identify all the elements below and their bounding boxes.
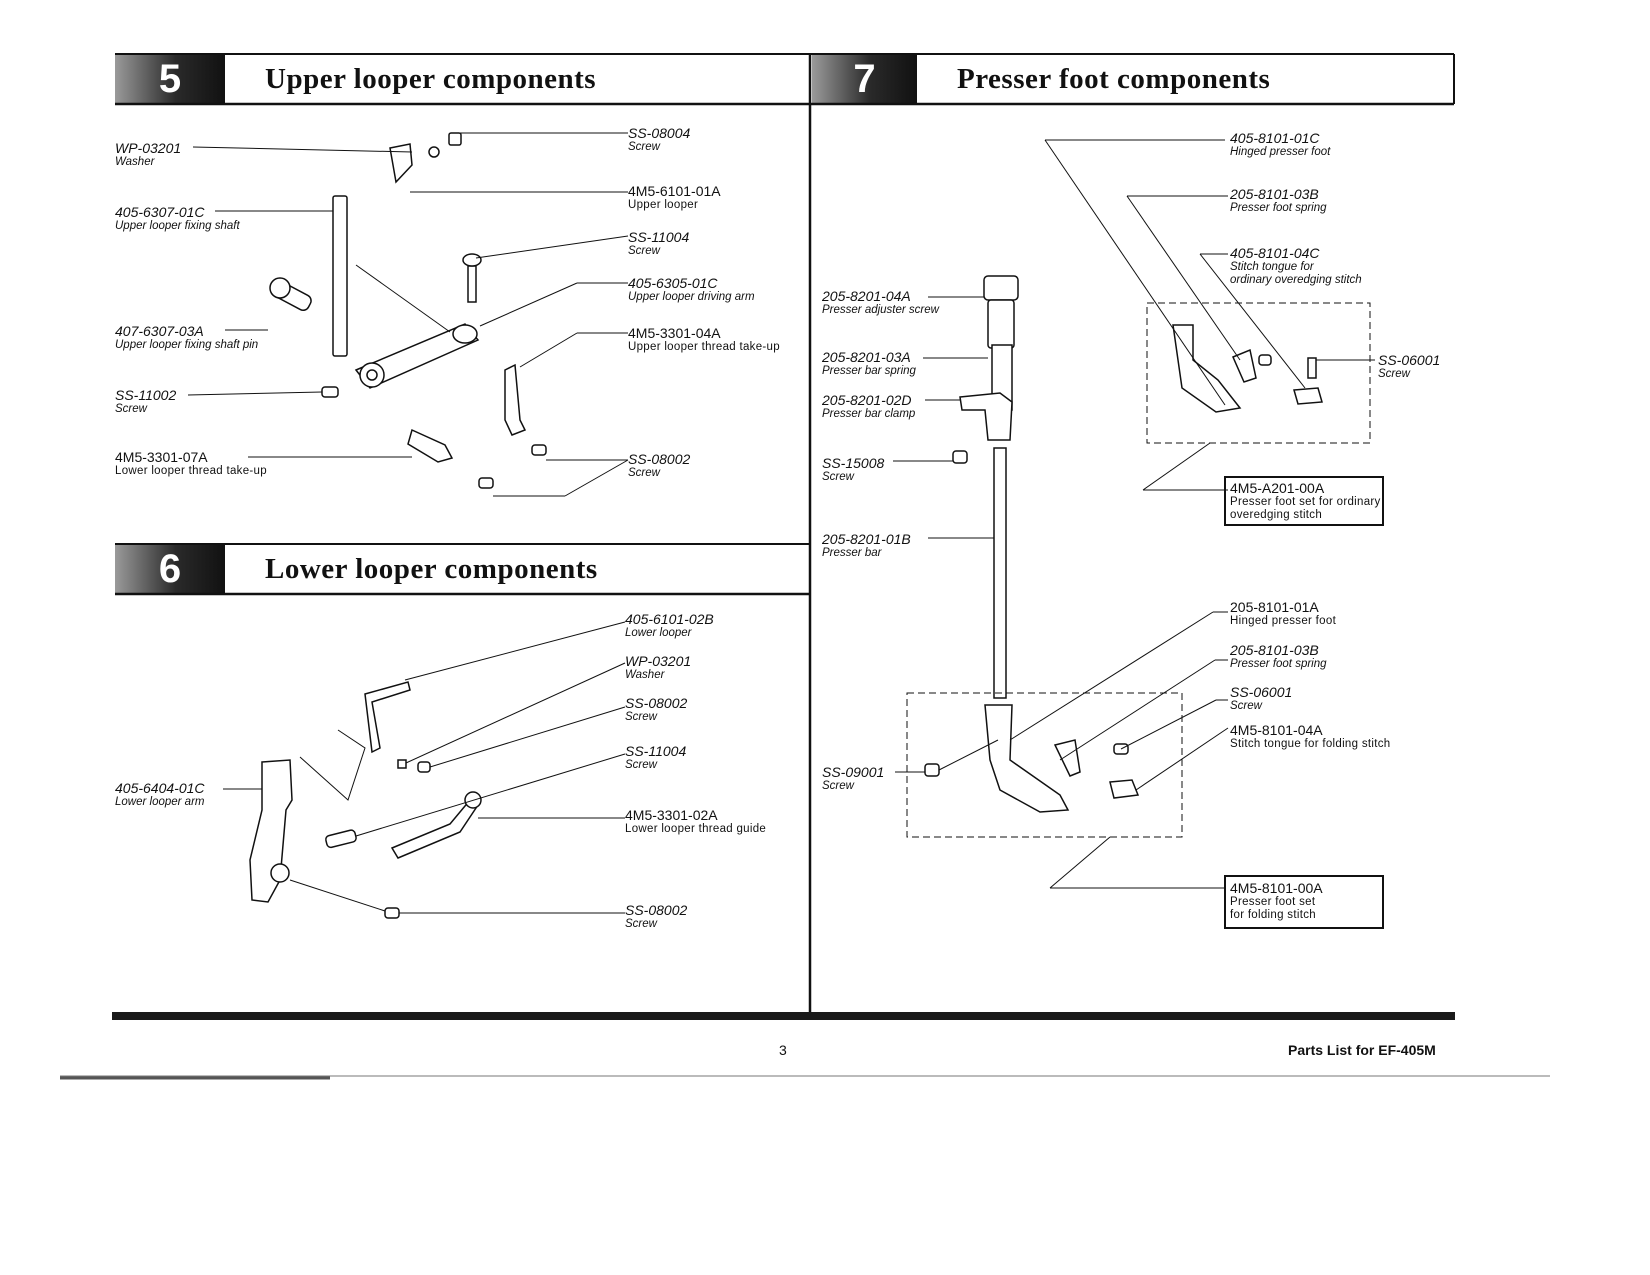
- section-5-title: Upper looper components: [265, 62, 597, 95]
- lower-looper-drawing: [249, 681, 482, 919]
- section-6-number: 6: [115, 544, 225, 594]
- section-6-header: 6 Lower looper components: [115, 544, 810, 594]
- upper-looper-drawing: [269, 132, 547, 489]
- page-number: 3: [779, 1042, 787, 1058]
- section-5-header: 5 Upper looper components: [115, 54, 810, 104]
- presser-foot-drawing: [924, 275, 1323, 813]
- section-7-number: 7: [812, 54, 917, 104]
- section-6-title: Lower looper components: [265, 552, 598, 585]
- document-title: Parts List for EF-405M: [1288, 1042, 1436, 1058]
- section-7-header: 7 Presser foot components: [812, 54, 1454, 104]
- section-5-number: 5: [115, 54, 225, 104]
- section-7-title: Presser foot components: [957, 62, 1271, 95]
